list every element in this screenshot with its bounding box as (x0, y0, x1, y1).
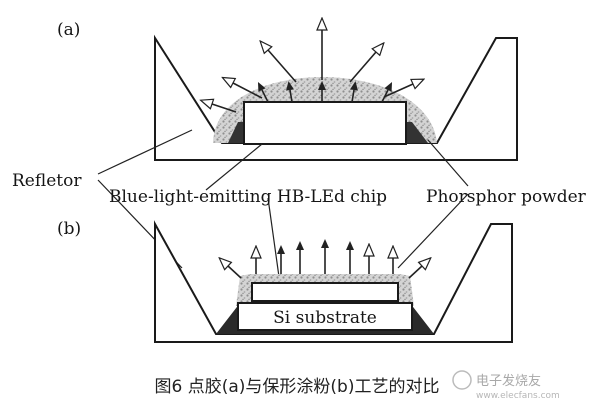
watermark-text: 电子发烧友 (476, 373, 541, 389)
figure-caption: 图6 点胶(a)与保形涂粉(b)工艺的对比 (155, 377, 440, 397)
si-substrate (237, 302, 413, 331)
chip-label: Blue-light-emitting HB-LEd chip (109, 187, 387, 207)
panel-a-label: (a) (57, 20, 80, 40)
substrate-label: Si substrate (273, 308, 377, 328)
watermark-logo-icon (452, 370, 472, 390)
watermark-url: www.elecfans.com (476, 391, 560, 401)
panel-b-label: (b) (57, 219, 81, 239)
chip-rays-a (257, 81, 393, 103)
refletor-label: Refletor (12, 171, 82, 191)
leader-lines (97, 129, 469, 285)
watermark: 电子发烧友 www.elecfans.com (452, 370, 560, 401)
phosphor-label: Phorsphor powder (426, 187, 587, 207)
light-arrows-a (212, 30, 413, 113)
led-chip-a (243, 101, 407, 145)
led-chip-b (251, 282, 399, 302)
light-arrows-b (228, 239, 422, 279)
